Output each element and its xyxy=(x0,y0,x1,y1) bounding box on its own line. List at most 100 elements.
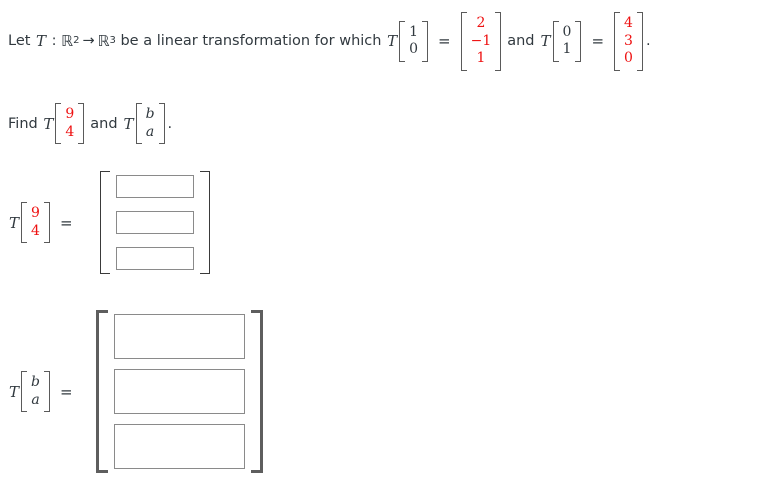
bracket-right xyxy=(78,103,85,144)
find-instruction: Find T 9 4 and T b a . xyxy=(8,103,172,144)
vector-cell: 0 xyxy=(409,41,419,58)
bracket-stem xyxy=(99,171,101,274)
vector-cells: 9 4 xyxy=(27,202,44,243)
bracket-serif-top xyxy=(99,171,110,172)
basis-vector-2-input: 0 1 xyxy=(552,20,582,62)
answer-row-2-lhs: T b a = xyxy=(8,371,82,412)
codomain-set-symbol: ℝ xyxy=(97,32,110,51)
colon-text: : xyxy=(47,33,62,50)
vector-cells: 0 1 xyxy=(559,21,576,62)
bracket-stem xyxy=(208,171,210,274)
answer-row-2: T b a = xyxy=(8,310,263,473)
vector-cells: 4 3 0 xyxy=(620,12,637,71)
bracket-stem xyxy=(259,310,263,473)
equals-sign-answer1: = xyxy=(59,213,73,232)
transform-symbol-T-basis2: T xyxy=(540,32,551,51)
answer-row-1-lhs: T 9 4 = xyxy=(8,202,82,243)
answer-row1-component-2[interactable] xyxy=(115,211,194,234)
answer-row-1: T 9 4 = xyxy=(8,171,210,274)
vector-cell: 1 xyxy=(562,41,572,58)
bracket-left xyxy=(135,103,142,144)
answer-row2-component-3[interactable] xyxy=(113,424,245,469)
and-text-2: and xyxy=(90,115,118,132)
vector-cell: 1 xyxy=(476,50,486,66)
answer-row-1-input-vector: 9 4 xyxy=(21,202,50,243)
vector-cells: b a xyxy=(27,371,44,412)
vector-cell: 2 xyxy=(476,15,486,31)
vector-cell: b xyxy=(31,374,40,390)
equals-sign-answer2: = xyxy=(59,382,73,401)
transform-symbol-T-find1: T xyxy=(43,114,54,133)
domain-set-symbol: ℝ xyxy=(61,32,74,51)
bracket-right xyxy=(422,20,429,62)
find-label-text: Find xyxy=(8,115,43,132)
bracket-right xyxy=(636,12,643,71)
vector-cell: 9 xyxy=(65,106,75,122)
vector-cell: 0 xyxy=(562,23,572,40)
vector-cell: 4 xyxy=(624,15,633,31)
period-text-1: . xyxy=(645,33,651,50)
vector-cell: 0 xyxy=(624,50,633,66)
bracket-right xyxy=(250,310,263,473)
vector-cell: 4 xyxy=(65,123,75,140)
period-text-2: . xyxy=(167,115,173,132)
bracket-serif-bottom xyxy=(99,273,110,274)
find-vector-1: 9 4 xyxy=(55,103,85,144)
bracket-left xyxy=(552,20,559,62)
vector-cells: b a xyxy=(142,103,159,144)
vector-cell: a xyxy=(31,391,40,408)
answer-row1-component-3[interactable] xyxy=(115,247,194,270)
transform-symbol-T: T xyxy=(36,32,47,51)
basis-vector-1-input: 1 0 xyxy=(399,20,429,62)
vector-cell: 1 xyxy=(409,23,419,40)
answer-row-2-input-vector: b a xyxy=(21,371,50,412)
vector-cells: 9 4 xyxy=(61,103,78,144)
bracket-left xyxy=(95,310,108,473)
bracket-right xyxy=(495,12,502,71)
answer-row2-component-2[interactable] xyxy=(113,369,245,414)
transform-symbol-T-basis1: T xyxy=(387,32,398,51)
answer-row-2-fields xyxy=(108,310,251,473)
bracket-right xyxy=(43,371,50,412)
vector-cell: 9 xyxy=(31,205,40,221)
bracket-left xyxy=(21,202,28,243)
answer-row1-component-1[interactable] xyxy=(115,175,194,198)
answer-row-1-output-matrix xyxy=(99,171,210,274)
equals-sign-basis2: = xyxy=(591,32,605,51)
bracket-left xyxy=(55,103,62,144)
problem-statement: Let T : ℝ 2 → ℝ 3 be a linear transformati… xyxy=(8,12,651,71)
bracket-serif-bottom xyxy=(199,273,210,274)
bracket-right xyxy=(199,171,210,274)
bracket-serif-bottom xyxy=(95,470,108,473)
intro-suffix-text: be a linear transformation for which xyxy=(115,33,387,50)
equals-sign-basis1: = xyxy=(438,32,451,51)
and-text-1: and xyxy=(507,33,535,50)
bracket-right xyxy=(158,103,165,144)
bracket-left xyxy=(99,171,110,274)
answer-row-1-fields xyxy=(110,171,200,274)
bracket-right xyxy=(575,20,582,62)
bracket-serif-bottom xyxy=(250,470,263,473)
basis-vector-2-output: 4 3 0 xyxy=(614,12,643,71)
bracket-serif-top xyxy=(199,171,210,172)
bracket-left xyxy=(614,12,621,71)
arrow-icon: → xyxy=(82,33,95,50)
vector-cell: a xyxy=(145,123,155,140)
answer-row-2-output-matrix xyxy=(95,310,263,473)
vector-cells: 2 −1 1 xyxy=(467,12,496,71)
vector-cell: −1 xyxy=(470,32,492,49)
bracket-serif-top xyxy=(250,310,263,313)
find-vector-2: b a xyxy=(135,103,165,144)
bracket-stem xyxy=(95,310,99,473)
bracket-left xyxy=(399,20,406,62)
vector-cell: b xyxy=(145,106,155,122)
transform-symbol-T-answer2: T xyxy=(9,382,20,401)
answer-row2-component-1[interactable] xyxy=(113,314,245,359)
bracket-serif-top xyxy=(95,310,108,313)
intro-prefix-text: Let xyxy=(8,33,36,50)
vector-cell: 3 xyxy=(624,32,633,49)
bracket-left xyxy=(21,371,28,412)
bracket-right xyxy=(43,202,50,243)
transform-symbol-T-answer1: T xyxy=(9,213,20,232)
basis-vector-1-output: 2 −1 1 xyxy=(460,12,502,71)
